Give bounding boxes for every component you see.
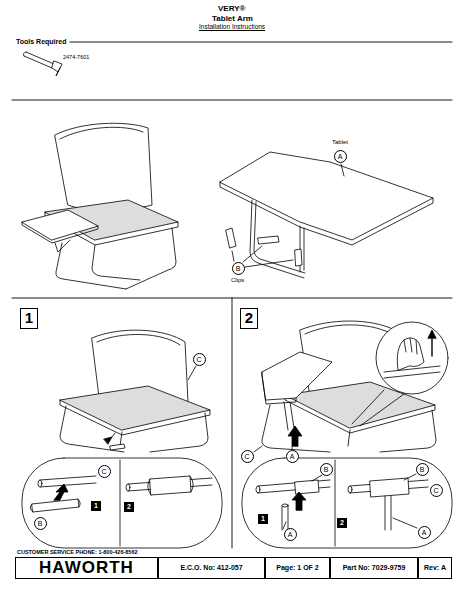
callout-circle: C xyxy=(241,450,254,463)
callout-circle: C xyxy=(430,484,443,497)
callout-letter: C xyxy=(101,468,106,475)
leader-line xyxy=(283,522,286,529)
callout-circle: A xyxy=(334,150,347,163)
step-number: 1 xyxy=(94,502,98,509)
title-block-cell: E.C.O. No: 412-057 xyxy=(158,557,265,579)
section-rules xyxy=(12,42,452,548)
step-number-box: 2 xyxy=(240,308,258,329)
step-number: 1 xyxy=(261,515,265,522)
title-block-text: Part No: 7029-9759 xyxy=(343,564,406,571)
part-name: Tablet xyxy=(331,139,349,146)
callout-letter: B xyxy=(38,520,43,527)
callout-circle: C xyxy=(193,353,206,366)
part-number: 2474-7601 xyxy=(62,54,90,60)
step2-inset xyxy=(242,458,452,548)
callout-letter: A xyxy=(338,153,343,160)
step-square: 2 xyxy=(337,518,347,528)
title-block-text: Page: 1 OF 2 xyxy=(276,564,318,571)
assembled-chair xyxy=(22,123,178,289)
callout-circle: C xyxy=(98,465,111,478)
subtitle-text: Installation Instructions xyxy=(198,23,266,30)
step1-chair xyxy=(60,330,210,452)
tool-drawing xyxy=(23,52,62,76)
step-number: 2 xyxy=(127,503,131,510)
title-block-cell: Part No: 7029-9759 xyxy=(330,557,418,579)
callout-circle: B xyxy=(34,517,47,530)
callout-letter: A xyxy=(290,453,295,460)
step-number: 2 xyxy=(340,519,344,526)
title-block-text: HAWORTH xyxy=(39,558,134,577)
subtitle-text: Tablet Arm xyxy=(211,14,254,23)
section-heading: Tools Required xyxy=(15,38,67,46)
title-text: VERY® xyxy=(217,4,246,13)
callout-letter: B xyxy=(236,265,241,272)
step2-chair xyxy=(254,321,448,452)
callout-letter: B xyxy=(324,466,329,473)
step-square: 2 xyxy=(124,502,134,512)
callout-letter: C xyxy=(196,356,201,363)
callout-letter: B xyxy=(420,466,425,473)
step-square: 1 xyxy=(258,514,268,524)
title-block-text: E.C.O. No: 412-057 xyxy=(180,564,242,571)
step-number: 1 xyxy=(25,309,33,326)
callout-circle: A xyxy=(286,450,299,463)
callout-circle: B xyxy=(416,463,429,476)
callout-circle: B xyxy=(320,463,333,476)
title-block-cell: HAWORTH xyxy=(15,557,158,579)
step1-inset xyxy=(22,458,222,548)
callout-circle: A xyxy=(418,526,431,539)
callout-circle: B xyxy=(232,262,245,275)
part-name: Clips xyxy=(230,277,245,284)
exploded-tablet xyxy=(220,152,433,278)
callout-letter: C xyxy=(433,487,438,494)
title-block-text: Rev: A xyxy=(424,564,446,571)
step-square: 1 xyxy=(91,501,101,511)
callout-circle: A xyxy=(284,528,297,541)
step-number: 2 xyxy=(245,309,253,326)
callout-letter: A xyxy=(288,531,293,538)
phone-note: CUSTOMER SERVICE PHONE: 1-800-426-8562 xyxy=(16,549,139,555)
title-block-cell: Rev: A xyxy=(418,557,452,579)
callout-letter: A xyxy=(422,529,427,536)
step-number-box: 1 xyxy=(20,308,38,329)
callout-letter: C xyxy=(244,453,249,460)
title-block-cell: Page: 1 OF 2 xyxy=(265,557,330,579)
